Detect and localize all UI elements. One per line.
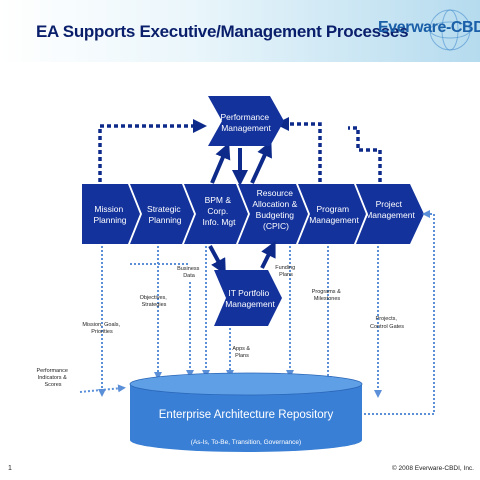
feedback-arrow-to-performance-right (275, 117, 322, 182)
logo-globe-icon (429, 9, 471, 51)
flow-labels: Business Data Funding Plans Objectives, … (36, 265, 404, 388)
process-chevron-row (82, 184, 424, 244)
repository-title: Enterprise Architecture Repository (159, 409, 334, 421)
repository-subtitle: (As-Is, To-Be, Transition, Governance) (191, 439, 301, 446)
chevron-label-mission-planning: Mission Planning (93, 204, 126, 225)
label-programs-milestones: Programs & Milestones (312, 289, 343, 302)
chevron-label-resource-allocation: Resource Allocation & Budgeting (CPIC) (252, 188, 299, 231)
performance-management-label: Performance Management (220, 112, 271, 133)
label-business-data: Business Data (177, 266, 201, 279)
header-banner (0, 0, 480, 62)
chevron-resource-allocation (238, 184, 308, 244)
performance-management-chevron (208, 96, 284, 146)
label-objectives-strategies: Objectives, Strategies (140, 295, 169, 308)
arrow-bpm-to-performance (210, 142, 231, 184)
chevron-project-management (356, 184, 424, 244)
feedback-arrow-from-project (348, 126, 382, 182)
copyright-notice: © 2008 Everware-CBDI, Inc. (391, 465, 474, 472)
arrow-resource-to-performance (250, 140, 272, 184)
chevron-strategic-planning (130, 184, 194, 244)
flow-repository-to-project (364, 210, 435, 415)
logo-text: Everware-CBDI (378, 19, 480, 36)
it-portfolio-label: IT Portfolio Management (225, 288, 275, 309)
repository-top (129, 372, 363, 396)
page-number: 1 (8, 465, 12, 472)
chevron-label-strategic-planning: Strategic Planning (147, 204, 183, 225)
label-apps-plans: Apps & Plans (232, 346, 251, 359)
label-performance-indicators: Performance Indicators & Scores (36, 368, 69, 388)
chevron-mission-planning (82, 184, 140, 244)
it-portfolio-chevron (214, 270, 282, 326)
arrow-bpm-to-it-portfolio (208, 245, 226, 276)
chevron-label-program-management: Program Management (309, 204, 359, 225)
chevron-label-project-management: Project Management (365, 199, 415, 220)
repository-body (130, 384, 362, 452)
label-funding-plans: Funding Plans (275, 265, 296, 278)
information-flows (79, 210, 435, 415)
flow-performance-indicators (79, 384, 126, 393)
label-projects-control-gates: Projects, Control Gates (370, 316, 404, 330)
label-mission-goals-priorities: Mission, Goals, Priorities (82, 322, 121, 335)
page-title: EA Supports Executive/Management Process… (36, 22, 409, 41)
chevron-program-management (298, 184, 366, 244)
arrow-it-portfolio-to-resource (260, 240, 276, 269)
feedback-arrow-to-performance-left (98, 119, 207, 182)
company-logo: Everware-CBDI (378, 6, 480, 54)
chevron-label-bpm: BPM & Corp. Info. Mgt (202, 195, 236, 227)
repository-cylinder (129, 372, 363, 452)
chevron-bpm (184, 184, 248, 244)
